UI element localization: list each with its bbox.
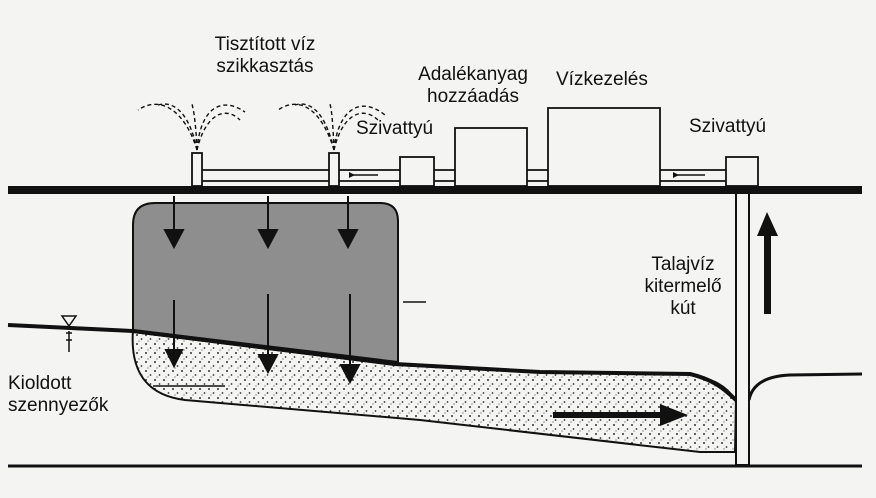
additive-dosing-box [454, 127, 528, 187]
well-line-2: kitermelő [644, 276, 722, 297]
dissolved-line-1: Kioldott [8, 373, 72, 394]
dissolved-contaminants-label: Kioldott szennyezők [8, 373, 108, 417]
additive-label: Adalékanyag hozzáadás [398, 64, 548, 108]
water-treatment-box [547, 107, 661, 187]
water-treatment-label: Vízkezelés [556, 69, 648, 90]
pump-left-box [399, 156, 435, 187]
groundwater-flow-arrow-icon [553, 404, 688, 426]
well-line-1: Talajvíz [651, 254, 715, 275]
pump-left-label: Szivattyú [356, 118, 434, 139]
infiltration-arrows [163, 196, 361, 385]
pump-right-label: Szivattyú [689, 116, 767, 137]
additive-line-1: Adalékanyag [418, 64, 528, 85]
infiltration-riser-left [191, 152, 203, 187]
additive-line-2: hozzáadás [427, 86, 519, 107]
treated-water-line-1: Tisztított víz [214, 34, 316, 55]
extraction-well-label: Talajvíz kitermelő kút [628, 254, 738, 320]
ground-surface [8, 186, 862, 194]
infiltration-riser-right [328, 152, 340, 187]
water-table-line [7, 323, 738, 402]
sprinkler-spray-icon [137, 103, 386, 151]
water-table-line-right [747, 372, 863, 401]
treated-water-label: Tisztított víz szikkasztás [190, 34, 340, 78]
well-line-3: kút [670, 298, 696, 319]
extraction-up-arrow-icon [757, 212, 778, 314]
treated-water-line-2: szikkasztás [216, 56, 314, 77]
dissolved-line-2: szennyezők [8, 395, 109, 416]
pump-right-box [725, 156, 759, 187]
contaminant-plume [131, 329, 738, 453]
contaminated-zone [132, 202, 399, 364]
water-table-symbol-icon [60, 315, 78, 352]
extraction-well [735, 192, 750, 466]
